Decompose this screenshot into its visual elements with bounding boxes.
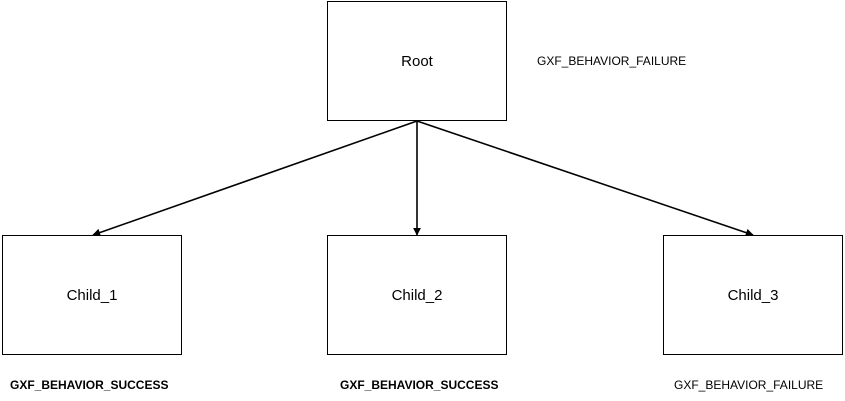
child-3-status-label: GXF_BEHAVIOR_FAILURE	[674, 378, 823, 392]
edge-root-to-child-3	[416, 120, 754, 237]
child-2-status-label: GXF_BEHAVIOR_SUCCESS	[340, 378, 498, 392]
root-node-box	[327, 1, 507, 121]
child-3-node: Child_3	[663, 235, 843, 355]
child-2-node-box	[327, 235, 507, 355]
child-3-node-label: Child_3	[728, 287, 779, 304]
edge-root-to-child-1	[92, 120, 418, 237]
root-status-label: GXF_BEHAVIOR_FAILURE	[537, 54, 686, 68]
child-1-status-label: GXF_BEHAVIOR_SUCCESS	[10, 378, 168, 392]
child-1-node-label: Child_1	[67, 287, 118, 304]
child-3-node-box	[663, 235, 843, 355]
root-node: Root	[327, 1, 507, 121]
child-2-node-label: Child_2	[392, 287, 443, 304]
child-1-node-box	[2, 235, 182, 355]
child-2-node: Child_2	[327, 235, 507, 355]
child-1-node: Child_1	[2, 235, 182, 355]
root-node-label: Root	[401, 53, 434, 70]
